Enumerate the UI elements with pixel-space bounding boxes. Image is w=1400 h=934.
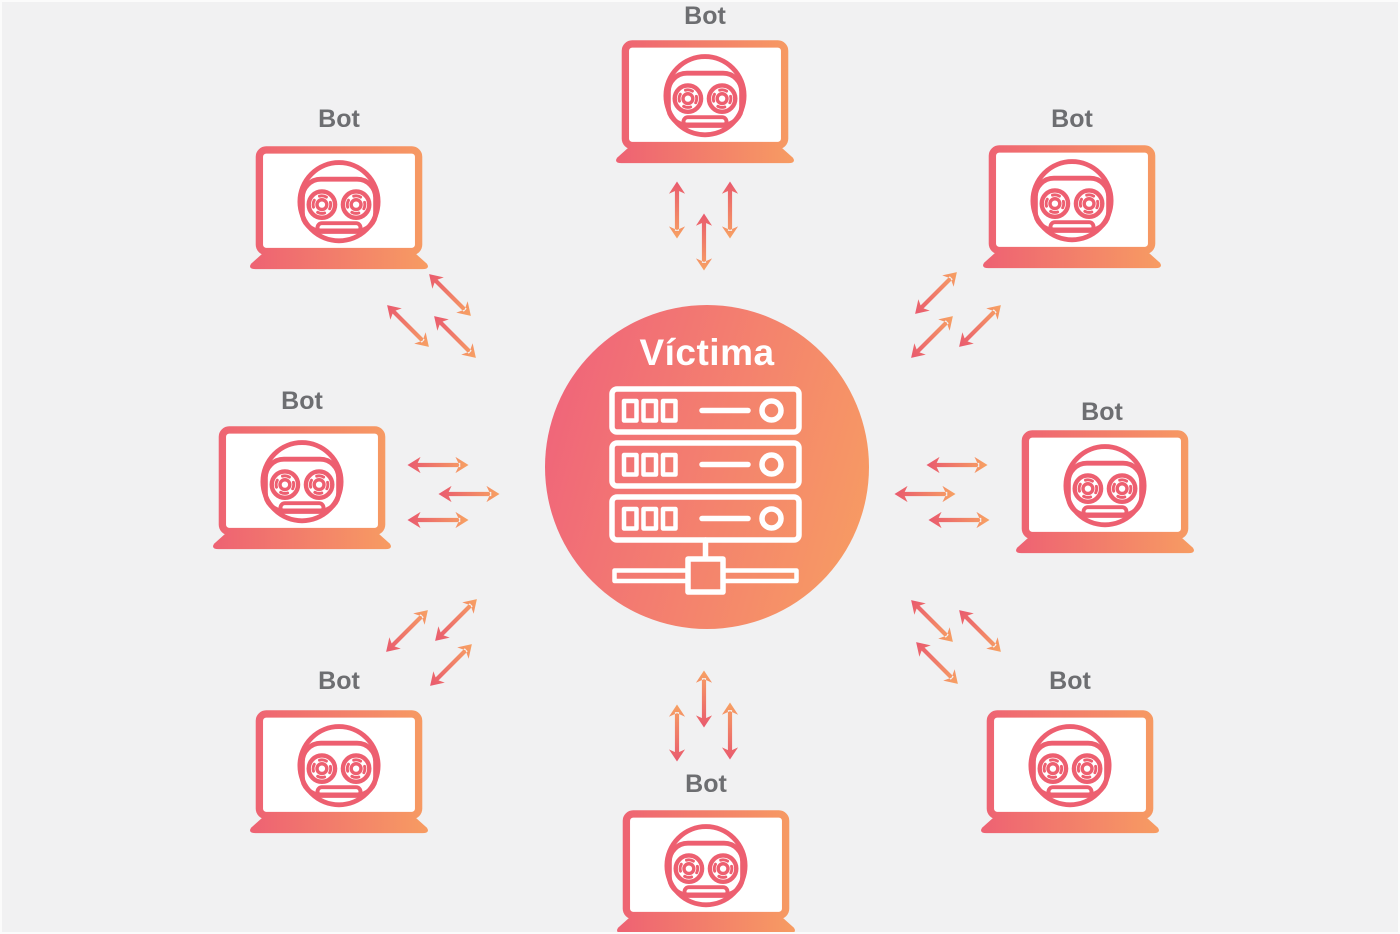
- robot-face-icon: [297, 160, 381, 244]
- bot-label-bottom-left: Bot: [318, 667, 360, 695]
- double-arrow-icon: [952, 603, 1008, 659]
- robot-face-icon: [1063, 444, 1147, 528]
- bot-label-bottom: Bot: [685, 770, 727, 798]
- laptop-base: [213, 531, 391, 550]
- double-arrow-icon: [422, 267, 478, 323]
- robot-face-icon: [664, 824, 748, 908]
- robot-face-icon: [1028, 724, 1112, 808]
- laptop-screen: [621, 40, 789, 150]
- laptop-base: [983, 250, 1161, 269]
- double-arrow-icon: [379, 603, 435, 659]
- laptop-icon-bottom: [608, 810, 804, 932]
- robot-face-icon: [260, 440, 344, 524]
- double-arrow-icon: [407, 511, 469, 530]
- laptop-icon-top-right: [974, 145, 1170, 272]
- robot-face-icon: [1030, 159, 1114, 243]
- server-rack-icon: [609, 386, 802, 595]
- laptop-base: [616, 145, 794, 164]
- laptop-icon-mid-right: [1007, 430, 1203, 557]
- laptop-screen: [622, 810, 790, 920]
- double-arrow-icon: [904, 309, 960, 365]
- laptop-screen: [1021, 430, 1189, 540]
- bot-label-mid-right: Bot: [1081, 398, 1123, 426]
- double-arrow-icon: [668, 704, 687, 762]
- laptop-screen: [255, 146, 423, 256]
- double-arrow-icon: [894, 485, 956, 504]
- laptop-icon-top-left: [241, 146, 437, 273]
- double-arrow-icon: [427, 309, 483, 365]
- double-arrow-icon: [904, 593, 960, 649]
- double-arrow-icon: [721, 181, 740, 239]
- double-arrow-icon: [695, 213, 714, 271]
- laptop-base: [1016, 535, 1194, 554]
- laptop-base: [250, 815, 428, 834]
- laptop-icon-top: [607, 40, 803, 167]
- victim-label: Víctima: [639, 332, 775, 373]
- bot-label-bottom-right: Bot: [1049, 667, 1091, 695]
- double-arrow-icon: [908, 265, 964, 321]
- laptop-base: [617, 915, 795, 932]
- bot-label-top: Bot: [684, 2, 726, 30]
- double-arrow-icon: [721, 702, 740, 760]
- laptop-icon-bottom-right: [972, 710, 1168, 837]
- laptop-icon-mid-left: [204, 426, 400, 553]
- bot-label-top-left: Bot: [318, 105, 360, 133]
- laptop-screen: [986, 710, 1154, 820]
- victim-node: [542, 304, 872, 634]
- double-arrow-icon: [668, 181, 687, 239]
- laptop-screen: [255, 710, 423, 820]
- robot-face-icon: [297, 724, 381, 808]
- double-arrow-icon: [423, 637, 479, 693]
- laptop-screen: [988, 145, 1156, 255]
- double-arrow-icon: [380, 298, 436, 354]
- laptop-base: [981, 815, 1159, 834]
- double-arrow-icon: [926, 456, 988, 475]
- double-arrow-icon: [909, 635, 965, 691]
- bot-label-top-right: Bot: [1051, 105, 1093, 133]
- double-arrow-icon: [438, 485, 500, 504]
- laptop-icon-bottom-left: [241, 710, 437, 837]
- double-arrow-icon: [952, 298, 1008, 354]
- double-arrow-icon: [695, 670, 714, 728]
- double-arrow-icon: [428, 592, 484, 648]
- laptop-base: [250, 251, 428, 270]
- bot-label-mid-left: Bot: [281, 387, 323, 415]
- double-arrow-icon: [928, 511, 990, 530]
- double-arrow-icon: [407, 456, 469, 475]
- robot-face-icon: [663, 54, 747, 138]
- laptop-screen: [218, 426, 386, 536]
